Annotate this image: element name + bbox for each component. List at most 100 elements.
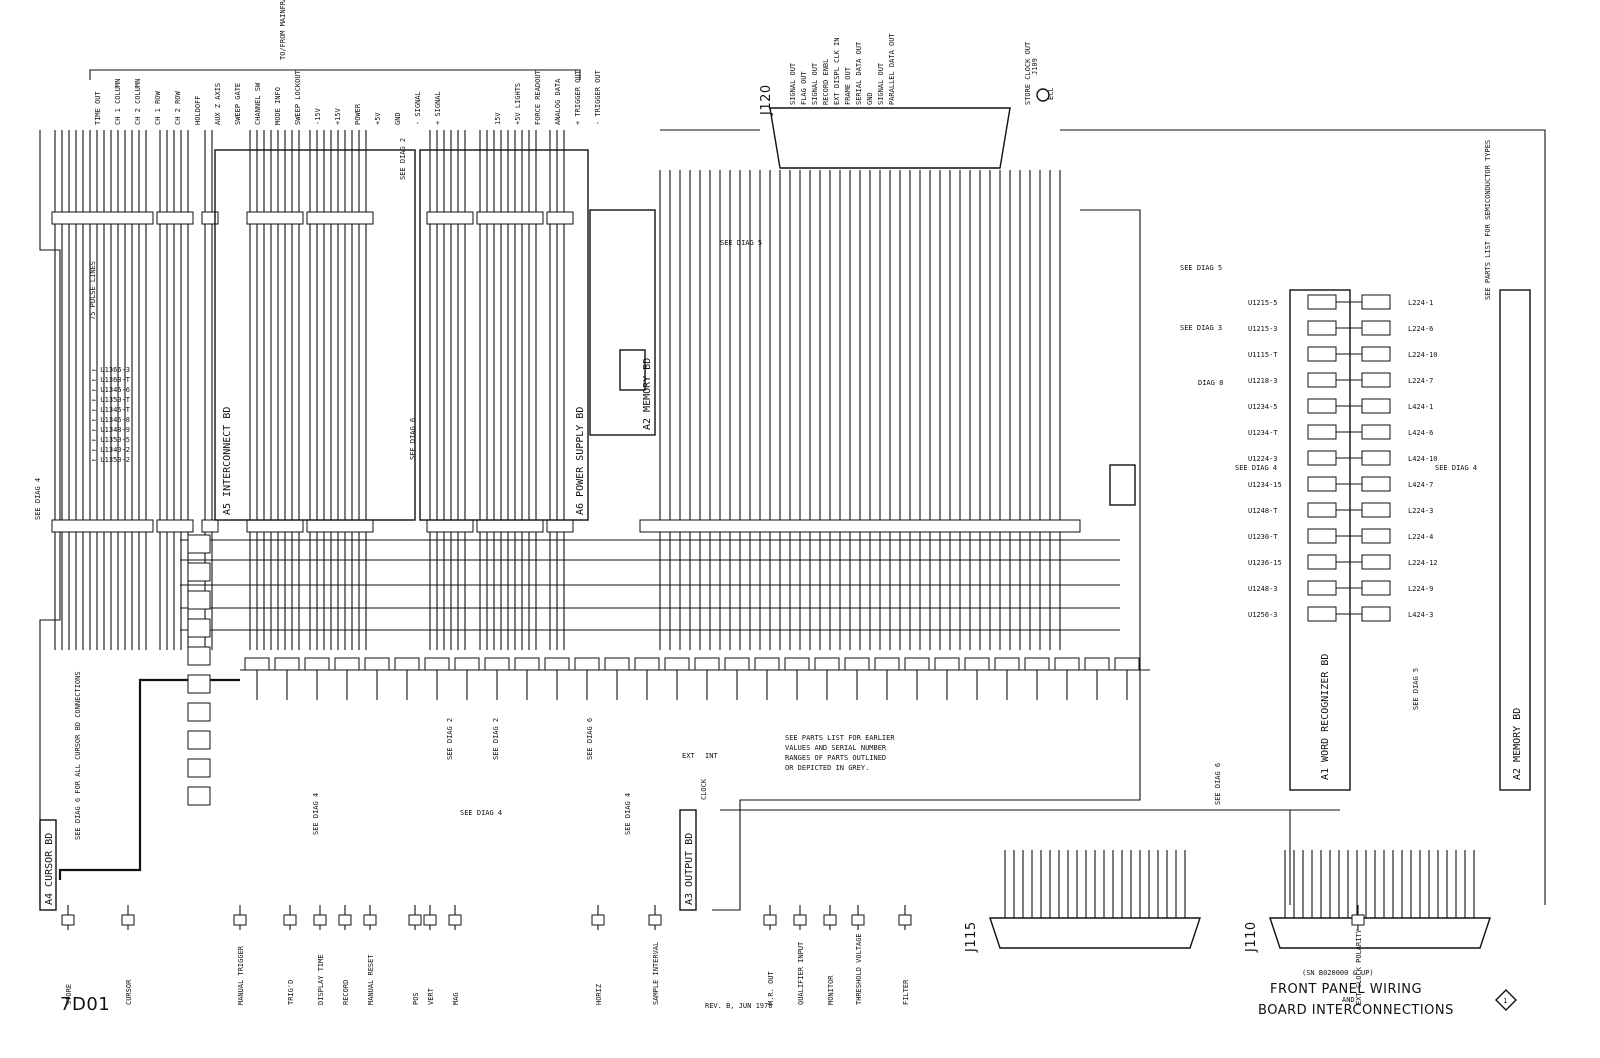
pin-connector	[1361, 346, 1391, 362]
serial-range: (SN B020000 & UP)	[1302, 969, 1374, 977]
wr-pin-right: L424-7	[1408, 481, 1433, 489]
side-connector	[187, 730, 211, 750]
control-connector	[591, 914, 605, 926]
see-diag-label: SEE DIAG 4	[624, 793, 632, 835]
board-label: A2 MEMORY BD	[1512, 708, 1523, 780]
j120-signal-label: EXT DISPL CLK IN	[833, 38, 841, 105]
wr-pin-right: L224-3	[1408, 507, 1433, 515]
bnc-icon	[1036, 88, 1050, 102]
see-diag-label: SEE DIAG 2	[399, 138, 407, 180]
delay-line-dl108	[619, 349, 646, 391]
mainframe-signal-label: -15V	[314, 107, 322, 125]
bus-connector	[904, 657, 930, 671]
board-label: A4 CURSOR BD	[44, 833, 55, 905]
front-panel-label: VERT	[427, 987, 435, 1005]
j120-label: J120	[759, 84, 774, 116]
pin-connector	[1361, 476, 1391, 492]
clock-label: CLOCK	[700, 778, 708, 800]
connector-header	[306, 519, 374, 533]
bus-connector	[724, 657, 750, 671]
connector-header	[246, 211, 304, 225]
mainframe-signal-label: +5V LIGHTS	[514, 83, 522, 125]
control-connector	[121, 914, 135, 926]
wr-pin-right: L424-1	[1408, 403, 1433, 411]
control-connector	[338, 914, 352, 926]
pin-connector	[1307, 294, 1337, 310]
mainframe-signal-label: CHANNEL SW	[254, 82, 262, 125]
board-labels: A5 INTERCONNECT BD A2 MEMORY BD A6 POWER…	[44, 358, 1523, 905]
title-block: (SN B020000 & UP) FRONT PANEL WIRING AND…	[60, 969, 1517, 1018]
cursor-pin: ← U1346-T	[92, 406, 131, 414]
mainframe-signal-label: TIME OUT	[94, 90, 102, 125]
connector-header	[306, 211, 374, 225]
front-panel-label: HORIZ	[595, 984, 603, 1005]
j110-label: J110	[1244, 921, 1259, 953]
bus-connector	[424, 657, 450, 671]
board-label: A2 MEMORY BD	[642, 358, 653, 430]
store-clock-out-label: STORE CLOCK OUT	[1024, 41, 1032, 105]
front-panel-label: MONITOR	[827, 975, 835, 1005]
bus-connector	[664, 657, 690, 671]
wr-pin-left: U1236-15	[1248, 559, 1282, 567]
wr-pin-right: L224-7	[1408, 377, 1433, 385]
wr-pin-right: L424-10	[1408, 455, 1438, 463]
connector-header	[156, 519, 194, 533]
front-panel-label: TRIG'D	[287, 980, 295, 1005]
control-connector	[363, 914, 377, 926]
cursor-pin: ← U1350-5	[92, 436, 130, 444]
wr-pin-right: L424-6	[1408, 429, 1433, 437]
wr-pin-left: U1215-5	[1248, 299, 1278, 307]
a2-memory-board-right	[1499, 289, 1531, 791]
j109-label: J109	[1031, 58, 1039, 75]
parts-list-note-3: RANGES OF PARTS OUTLINED	[785, 754, 886, 762]
control-connector	[233, 914, 247, 926]
a6-power-supply-board	[419, 149, 589, 521]
front-panel-label: MANUAL TRIGGER	[237, 945, 245, 1005]
pin-connector	[1361, 398, 1391, 414]
cursor-pin: ← U1340-2	[92, 446, 130, 454]
front-panel-label: MANUAL RESET	[367, 954, 375, 1005]
see-diag-label: SEE DIAG 2	[446, 718, 454, 760]
bus-connector	[574, 657, 600, 671]
bus-connector	[1084, 657, 1110, 671]
ecl-label: ECL	[1047, 87, 1055, 100]
cursor-pin: ← U1350-2	[92, 456, 130, 464]
bus-connector	[754, 657, 780, 671]
mainframe-signal-label: CH 2 COLUMN	[134, 79, 142, 125]
connector-header	[51, 519, 154, 533]
model-number: 7D01	[60, 994, 110, 1015]
board-label: A1 WORD RECOGNIZER BD	[1320, 654, 1331, 780]
connector-header	[156, 211, 194, 225]
parts-list-note-4: OR DEPICTED IN GREY.	[785, 764, 869, 772]
connector-header	[246, 519, 304, 533]
bus-connector	[964, 657, 990, 671]
board-outlines	[39, 149, 1531, 911]
bus-connector	[484, 657, 510, 671]
control-connector	[1351, 914, 1365, 926]
pin-connector	[1361, 450, 1391, 466]
control-connector	[851, 914, 865, 926]
bus-connector	[304, 657, 330, 671]
see-diag-label: SEE DIAG 4	[1435, 464, 1477, 472]
mainframe-signal-label: - SIGNAL	[414, 91, 422, 125]
see-diag-label: SEE DIAG 5	[720, 239, 762, 247]
control-connector	[423, 914, 437, 926]
a1-word-recognizer-board	[1289, 289, 1351, 791]
bus-connector	[874, 657, 900, 671]
bus-connector	[274, 657, 300, 671]
cursor-pin-list: ← U1366-3← U1368-T← U1346-6← U1350-T← U1…	[92, 366, 131, 464]
j120-signal-label: FRAME OUT	[844, 66, 852, 105]
side-connector	[187, 786, 211, 806]
pin-connector	[1307, 372, 1337, 388]
j120-signal-label: SIGNAL OUT	[877, 62, 885, 105]
mainframe-signal-label: HOLDOFF	[194, 95, 202, 125]
side-connector	[187, 534, 211, 554]
revision-label: REV. B, JUN 1978	[705, 1002, 772, 1010]
connector-header	[546, 211, 574, 225]
pin-connector	[1361, 320, 1391, 336]
j115-label: J115	[964, 921, 979, 953]
front-panel-label: DISPLAY TIME	[317, 954, 325, 1005]
see-diag-label: SEE DIAG 2	[492, 718, 500, 760]
